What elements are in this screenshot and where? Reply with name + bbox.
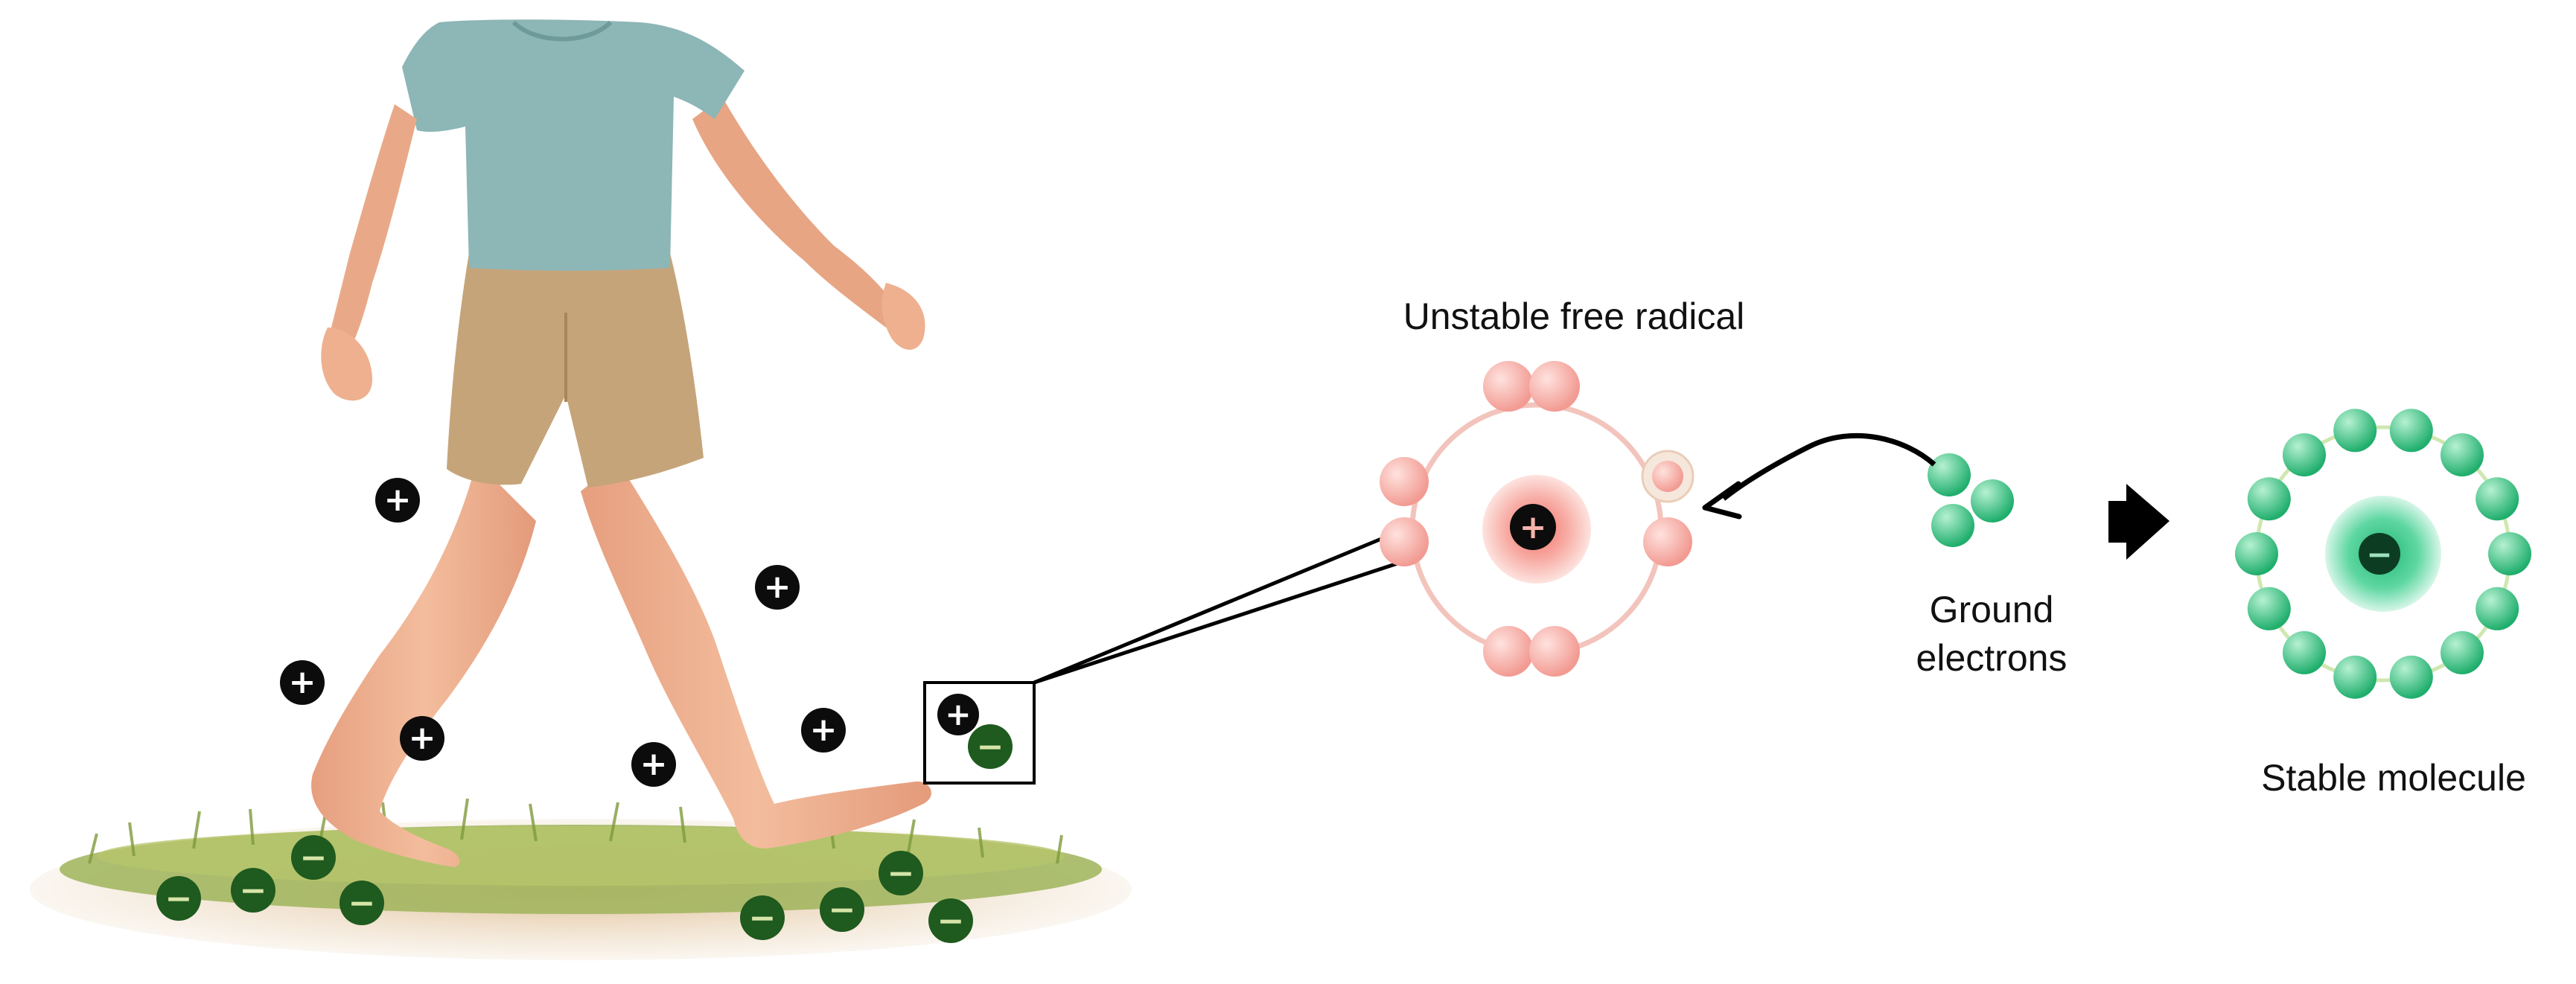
svg-text:−: −: [749, 899, 777, 937]
stable-molecule-label: Stable molecule: [2261, 757, 2526, 799]
stable-electron: [2333, 655, 2377, 699]
svg-text:−: −: [348, 884, 376, 922]
shorts: [447, 253, 704, 488]
stable-electron: [2475, 587, 2519, 630]
stable-electron: [2389, 655, 2433, 699]
svg-text:+: +: [1520, 508, 1547, 546]
svg-text:+: +: [640, 745, 668, 783]
minus-charge: −: [928, 898, 973, 943]
svg-text:+: +: [409, 719, 436, 757]
plus-charge: +: [375, 478, 420, 523]
svg-text:−: −: [887, 854, 915, 892]
front-arm: [328, 104, 417, 350]
unstable-free-radical: +: [1380, 361, 1695, 677]
plus-charge: +: [280, 660, 325, 705]
minus-charge: −: [156, 876, 201, 921]
svg-text:+: +: [289, 663, 316, 701]
stable-molecule: −: [2235, 409, 2531, 699]
plus-charge: +: [755, 565, 800, 610]
plus-charge: +: [631, 742, 676, 787]
svg-text:−: −: [240, 872, 267, 910]
back-arm: [692, 97, 901, 328]
minus-charge: −: [291, 835, 336, 880]
radical-electrons: [1380, 361, 1695, 677]
back-hand: [881, 283, 925, 350]
stable-electrons: [2235, 409, 2531, 699]
svg-text:−: −: [2366, 536, 2392, 572]
stable-electron: [2389, 409, 2433, 453]
svg-text:+: +: [764, 568, 791, 606]
stable-electron: [2283, 630, 2326, 674]
ground-electrons-label-line1: Ground: [1929, 589, 2054, 630]
stable-electron: [2247, 587, 2291, 630]
minus-charge: −: [231, 868, 275, 913]
stable-electron: [2440, 433, 2484, 477]
minus-charge: −: [339, 881, 384, 925]
svg-text:−: −: [300, 839, 328, 877]
plus-charge: +: [937, 694, 979, 735]
plus-charge: +: [400, 716, 444, 761]
unstable-free-radical-label: Unstable free radical: [1403, 295, 1745, 337]
svg-text:+: +: [945, 696, 971, 732]
zoom-box: + −: [923, 681, 1036, 785]
minus-charge: −: [740, 895, 785, 940]
stable-electron: [2440, 630, 2484, 674]
plus-charge: +: [801, 708, 846, 753]
svg-text:−: −: [977, 728, 1004, 766]
negative-charges: − − − − − − − −: [156, 835, 973, 943]
stable-electron: [2333, 409, 2377, 453]
back-leg: [581, 461, 931, 849]
stable-electron: [2235, 532, 2278, 575]
stable-electron: [2283, 433, 2326, 477]
svg-text:+: +: [810, 711, 838, 749]
front-hand: [321, 328, 372, 401]
walking-person: [311, 19, 931, 867]
ground-electrons-label-line2: electrons: [1916, 637, 2068, 679]
front-leg: [311, 461, 536, 867]
ground-electrons: [1928, 453, 2014, 547]
minus-charge: −: [968, 724, 1013, 769]
minus-charge: −: [820, 887, 864, 932]
zoom-lines: [1033, 535, 1400, 685]
stable-electron: [2247, 477, 2291, 521]
positive-charges: + + + + + +: [280, 478, 846, 787]
result-arrow: [2108, 484, 2169, 560]
minus-charge: −: [879, 851, 923, 895]
transfer-arrow: [1702, 432, 1936, 520]
svg-text:−: −: [165, 880, 193, 918]
stable-electron: [2488, 532, 2531, 575]
svg-text:−: −: [937, 902, 965, 940]
stable-electron: [2475, 477, 2519, 521]
shirt: [402, 19, 745, 271]
svg-text:+: +: [384, 481, 412, 519]
svg-text:−: −: [829, 891, 856, 929]
